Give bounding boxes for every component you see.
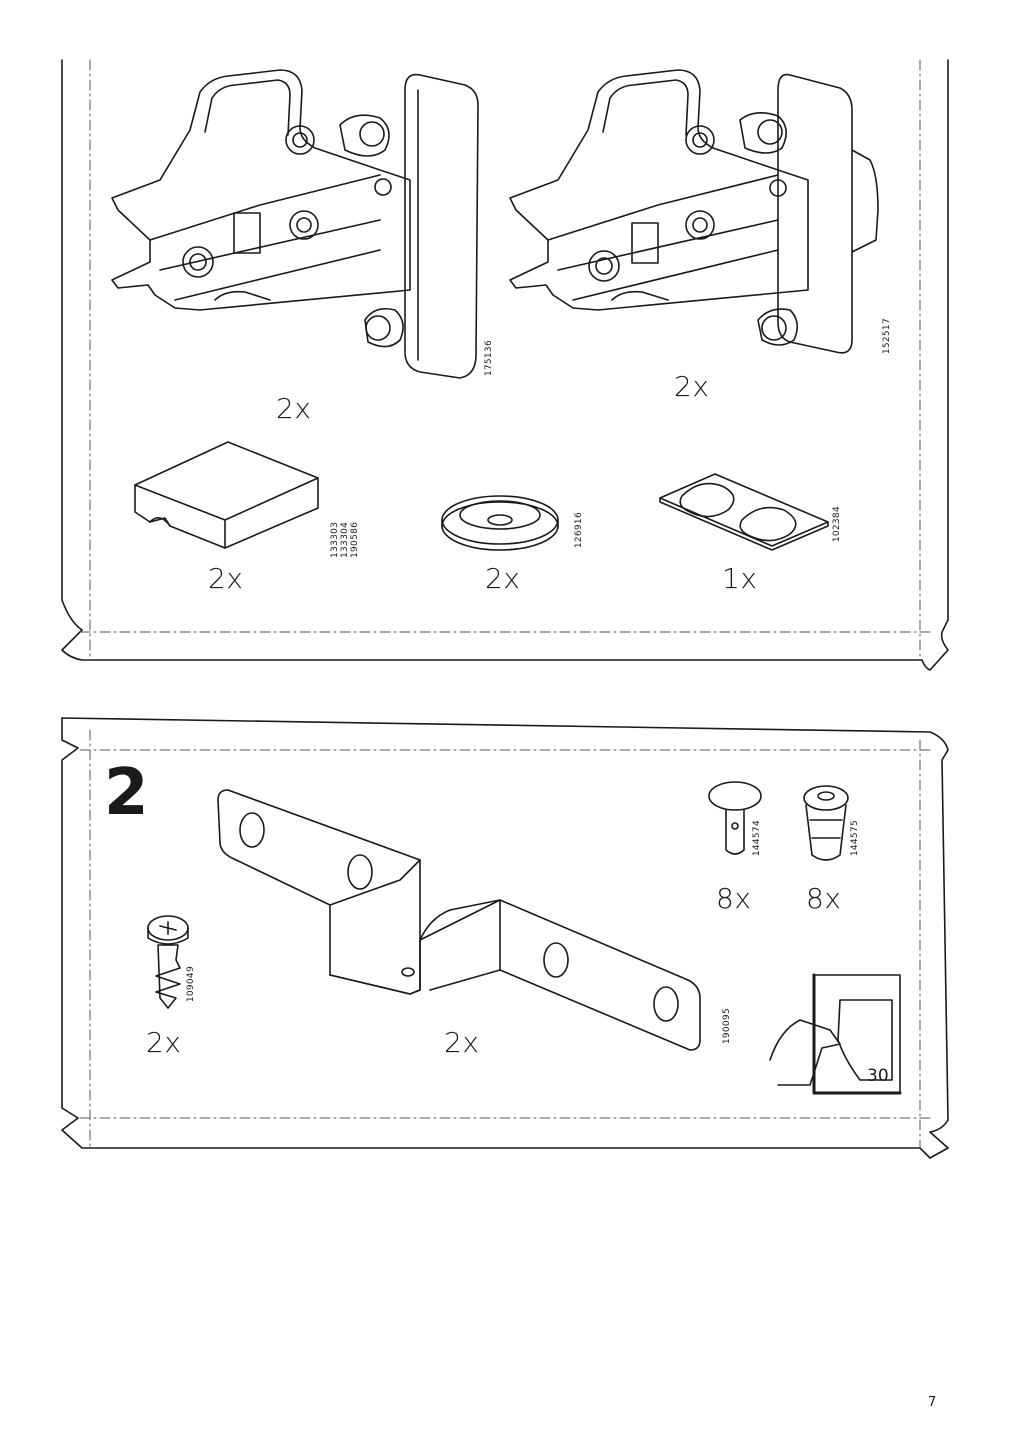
hinge-illustration-1	[111, 69, 479, 379]
quantity-hinge-2: 2x	[674, 370, 710, 403]
article-screw: 109049	[186, 966, 196, 1003]
article-damper: 126916	[574, 512, 584, 549]
panel2-dash-frame	[79, 729, 931, 1149]
panel2-frame	[61, 717, 949, 1159]
article-plug: 144575	[850, 820, 860, 857]
page-reference-illustration	[769, 973, 902, 1095]
article-pin: 144574	[752, 820, 762, 857]
article-cover-cap: 133303 133304 190586	[330, 521, 360, 558]
panel1-frame	[61, 59, 949, 671]
quantity-damper: 2x	[485, 562, 521, 595]
quantity-screw: 2x	[146, 1026, 182, 1059]
hinge-illustration-2	[509, 69, 879, 354]
page-reference-number: 30	[867, 1066, 889, 1086]
plug-illustration	[803, 785, 849, 861]
quantity-hinge-1: 2x	[276, 392, 312, 425]
article-hinge-2: 152517	[882, 318, 892, 355]
cover-cap-illustration	[134, 441, 319, 549]
bracket-illustration	[217, 789, 701, 1051]
quantity-plug: 8x	[806, 882, 842, 915]
damper-illustration	[441, 495, 559, 551]
page-number: 7	[928, 1395, 937, 1410]
quantity-bracket: 2x	[444, 1026, 480, 1059]
bumper-sheet-illustration	[659, 473, 829, 551]
panel1-dash-frame	[79, 59, 931, 657]
screw-illustration	[147, 915, 189, 1009]
article-hinge-1: 175136	[484, 340, 494, 377]
pin-illustration	[708, 781, 762, 855]
quantity-pin: 8x	[716, 882, 752, 915]
quantity-cover-cap: 2x	[208, 562, 244, 595]
article-bracket: 190095	[722, 1008, 732, 1045]
quantity-bumper-sheet: 1x	[722, 562, 758, 595]
step-number: 2	[104, 756, 149, 830]
article-bumper-sheet: 102384	[832, 506, 842, 543]
